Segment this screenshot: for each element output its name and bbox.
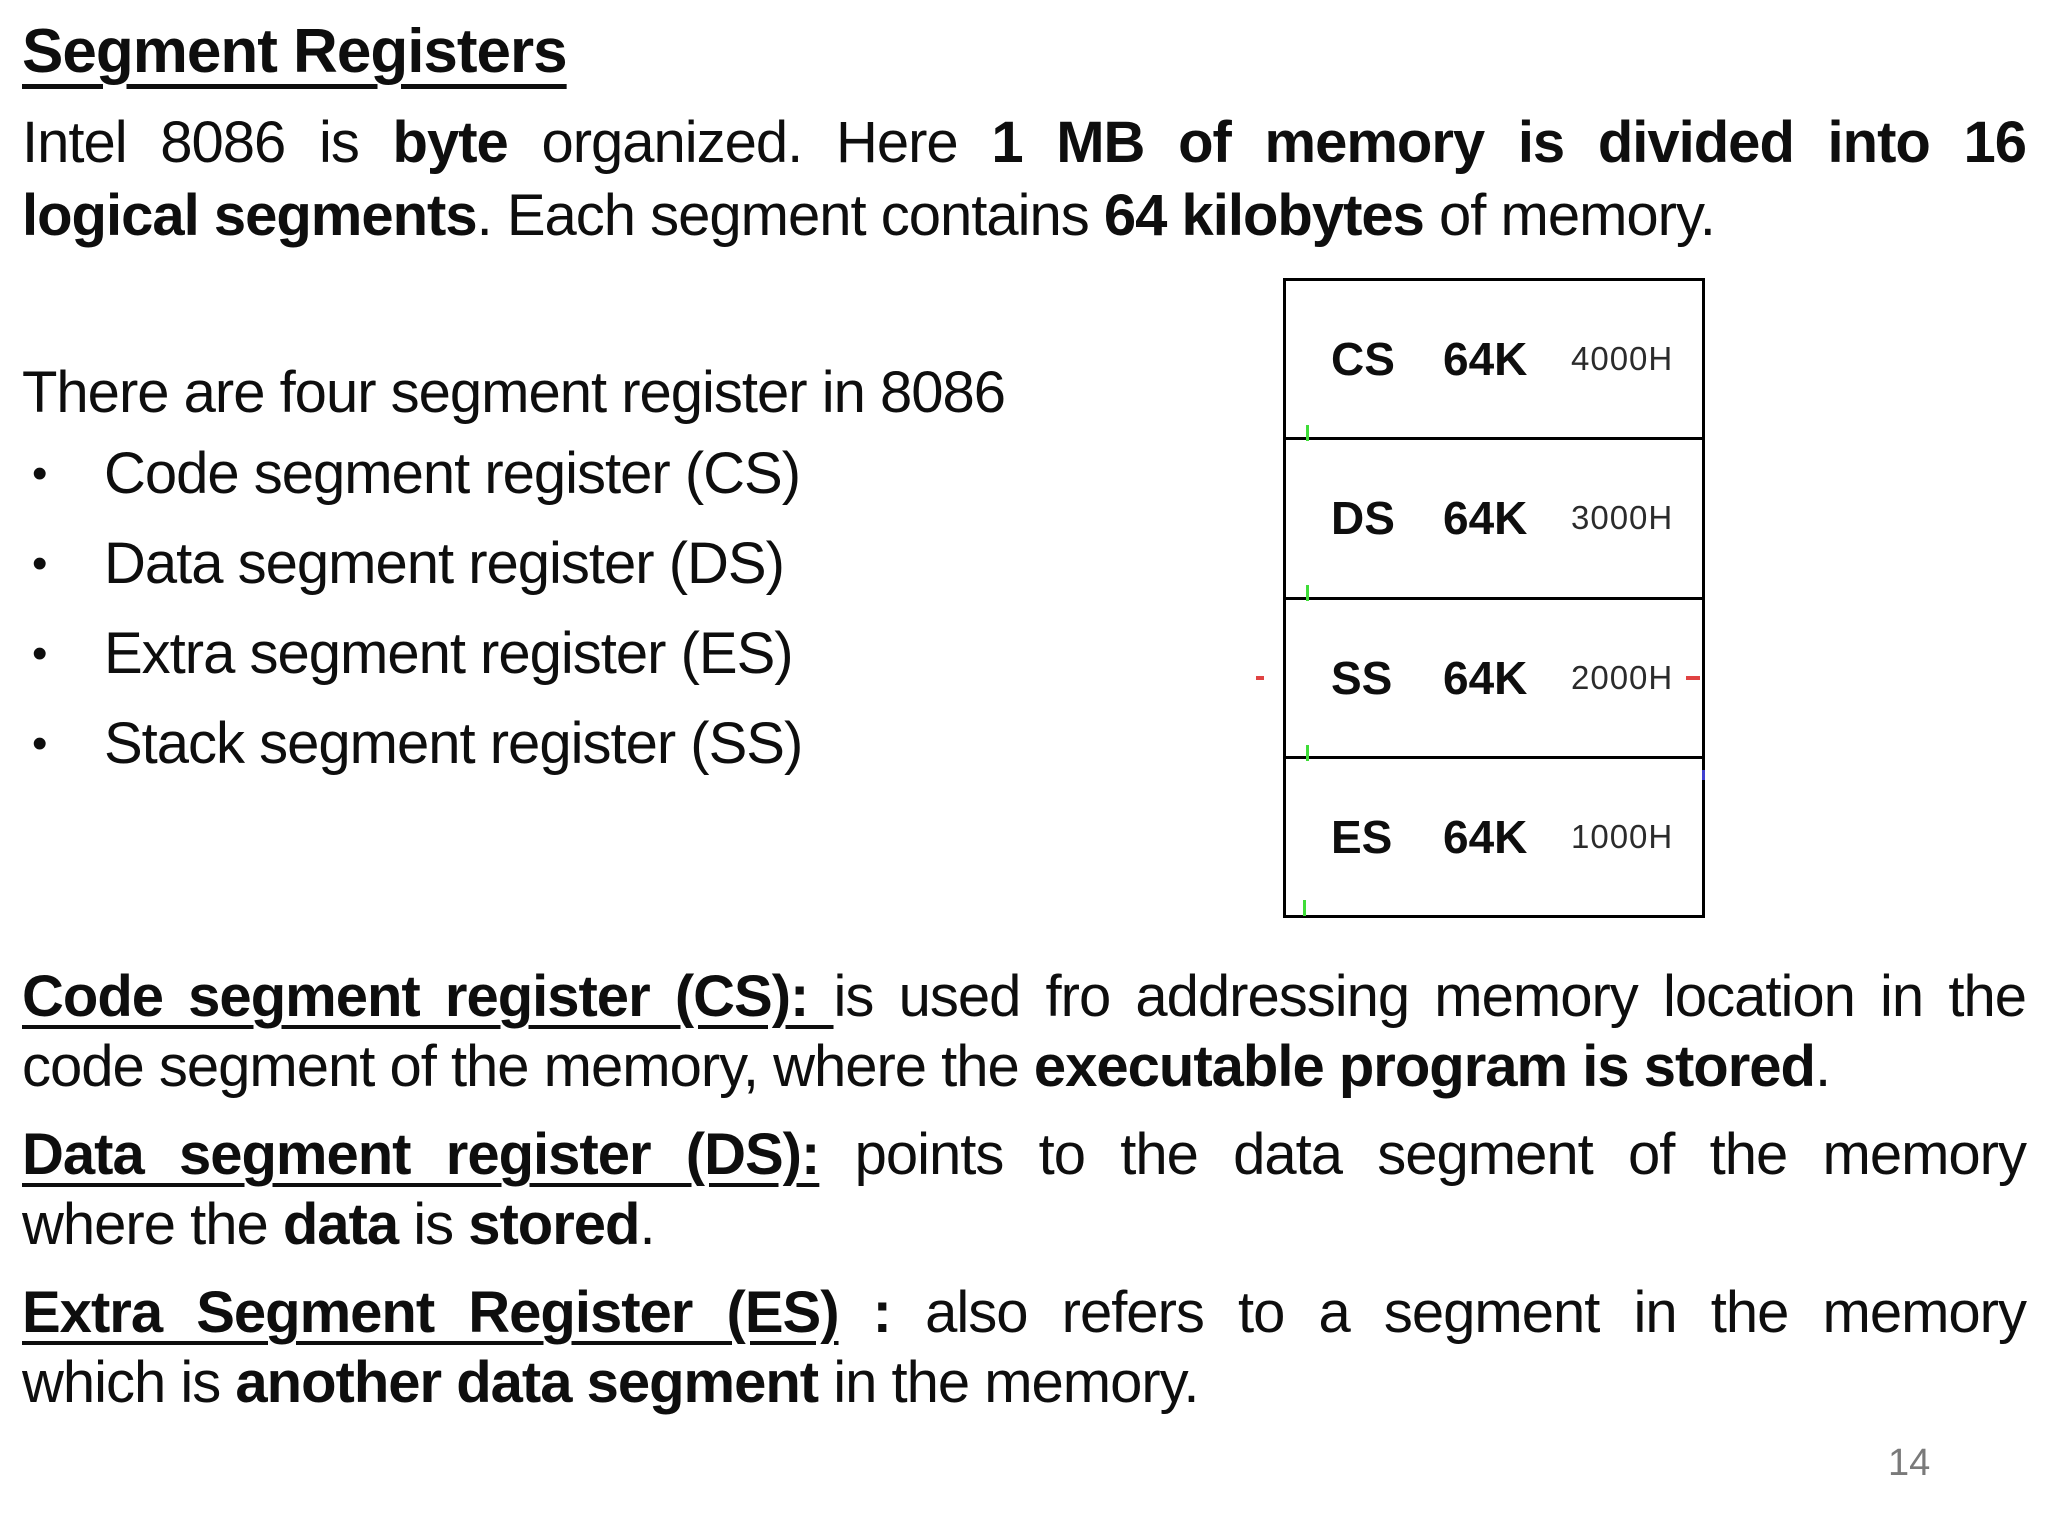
page-number: 14 (1888, 1442, 1931, 1484)
bold-text-run: 1 MB of memory is divided into 16 (991, 110, 2027, 175)
artifact-blue-tick (1702, 770, 1705, 780)
artifact-red-dash (1686, 676, 1700, 680)
text-run: is (398, 1192, 469, 1257)
segment-address: 1000H (1571, 817, 1674, 855)
page-title: Segment Registers (22, 17, 568, 86)
register-label: CS (1331, 333, 1395, 386)
text-run: Intel 8086 is (22, 110, 393, 175)
segment-size: 64K (1443, 810, 1528, 863)
artifact-green-tick (1306, 425, 1309, 441)
definition-ds: Data segment register (DS): points to th… (22, 1120, 2027, 1260)
text-run: also refers to a segment in the memory (925, 1280, 2027, 1345)
text-line: logical segments. Each segment contains … (22, 179, 2026, 252)
bold-text-run: : (838, 1280, 926, 1345)
artifact-green-tick (1303, 900, 1306, 916)
segment-memory-diagram: CS 64K 4000H DS 64K 3000H SS 64K 2000H E… (1283, 278, 1705, 918)
intro-paragraph: Intel 8086 is byte organized. Here 1 MB … (22, 106, 2027, 252)
register-definitions: Code segment register (CS): is used fro … (22, 962, 2027, 1418)
segment-address: 2000H (1571, 658, 1674, 696)
segment-row-es: ES 64K 1000H (1286, 755, 1702, 915)
text-run: . (639, 1192, 655, 1257)
text-run: code segment of the memory, where the (22, 1034, 1034, 1099)
list-item: • Data segment register (DS) (22, 518, 2026, 608)
definition-cs: Code segment register (CS): is used fro … (22, 962, 2027, 1102)
bold-text-run: another data segment (235, 1350, 819, 1415)
bold-text-run: stored (468, 1192, 640, 1257)
definition-es: Extra Segment Register (ES) : also refer… (22, 1278, 2027, 1418)
segment-register-list: • Code segment register (CS) • Data segment… (22, 428, 2026, 788)
list-item: • Code segment register (CS) (22, 428, 2026, 518)
text-line: Code segment register (CS): is used fro … (22, 962, 2027, 1032)
bold-text-run: logical segments (22, 183, 478, 248)
bold-text-run: 64 kilobytes (1103, 183, 1425, 248)
text-run: . (1814, 1034, 1831, 1099)
bullet-icon: • (32, 448, 47, 498)
text-line: Data segment register (DS): points to th… (22, 1120, 2027, 1190)
list-item: • Extra segment register (ES) (22, 608, 2026, 698)
artifact-green-tick (1306, 585, 1309, 601)
segment-size: 64K (1443, 333, 1528, 386)
segment-row-cs: CS 64K 4000H (1286, 281, 1702, 437)
bold-text-run: Extra Segment Register (ES) (22, 1280, 840, 1345)
bold-text-run: data (282, 1192, 399, 1257)
list-item-label: Data segment register (DS) (104, 530, 785, 596)
artifact-green-tick (1306, 745, 1309, 761)
text-line: where the data is stored. (22, 1190, 2026, 1260)
bold-text-run: byte (392, 110, 509, 175)
text-run: in the memory. (818, 1350, 1199, 1415)
register-label: SS (1331, 651, 1393, 704)
list-item-label: Stack segment register (SS) (104, 710, 803, 776)
segment-row-ds: DS 64K 3000H (1286, 437, 1702, 596)
text-run: where the (22, 1192, 283, 1257)
text-run: is used fro addressing memory location i… (833, 964, 2027, 1029)
segment-size: 64K (1443, 492, 1528, 545)
register-label: DS (1331, 492, 1395, 545)
list-item: • Stack segment register (SS) (22, 698, 2026, 788)
segment-address: 4000H (1571, 340, 1674, 378)
bullet-icon: • (32, 538, 47, 588)
bold-text-run: Code segment register (CS): (22, 964, 834, 1029)
text-line: code segment of the memory, where the ex… (22, 1032, 2026, 1102)
text-line: Extra Segment Register (ES) : also refer… (22, 1278, 2027, 1348)
bullet-icon: • (32, 628, 47, 678)
text-run: organized. Here (507, 110, 992, 175)
register-label: ES (1331, 810, 1393, 863)
text-line: which is another data segment in the mem… (22, 1348, 2026, 1418)
segment-address: 3000H (1571, 499, 1674, 537)
artifact-red-dash (1256, 676, 1264, 680)
text-line: Intel 8086 is byte organized. Here 1 MB … (22, 106, 2027, 179)
list-item-label: Extra segment register (ES) (104, 620, 794, 686)
segment-row-ss: SS 64K 2000H (1286, 596, 1702, 756)
list-heading: There are four segment register in 8086 (22, 360, 1006, 425)
text-run: which is (22, 1350, 236, 1415)
text-run: of memory. (1423, 183, 1716, 248)
segment-size: 64K (1443, 651, 1528, 704)
bold-text-run: executable program is stored (1033, 1034, 1816, 1099)
list-item-label: Code segment register (CS) (104, 440, 801, 506)
bullet-icon: • (32, 718, 47, 768)
bold-text-run: Data segment register (DS): (22, 1122, 820, 1187)
text-run: . Each segment contains (476, 183, 1104, 248)
text-run: points to the data segment of the memory (819, 1122, 2027, 1187)
